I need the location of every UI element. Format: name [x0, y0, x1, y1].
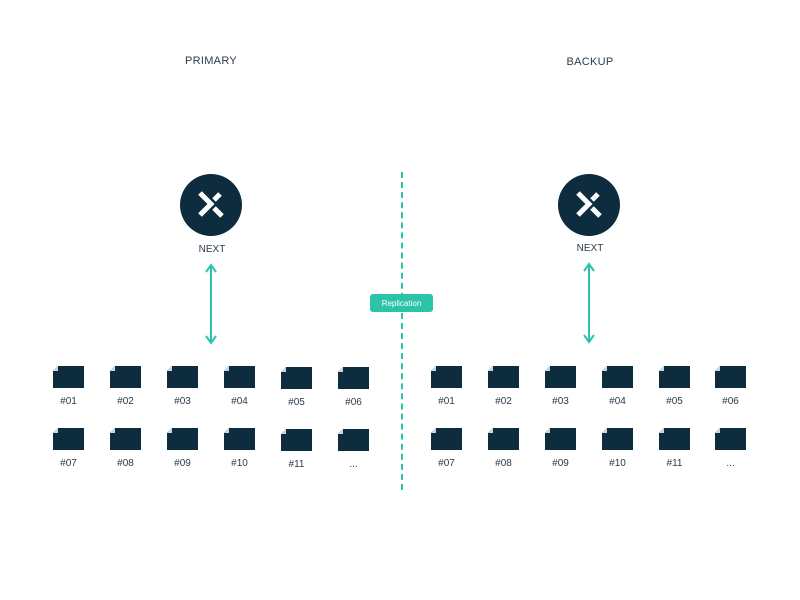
backup-partition: #06	[714, 366, 748, 407]
replication-badge: Replication	[370, 294, 433, 312]
partition-label: #05	[666, 396, 683, 407]
partition-file-icon	[715, 428, 746, 450]
primary-partition: #07	[52, 428, 86, 469]
primary-partition: #01	[52, 366, 86, 407]
backup-bidirectional-arrow-icon	[583, 262, 595, 344]
partition-file-icon	[602, 428, 633, 450]
partition-file-icon	[659, 428, 690, 450]
partition-label: #09	[552, 458, 569, 469]
partition-label: #11	[666, 458, 683, 469]
partition-file-icon	[338, 367, 369, 389]
partition-label: ...	[726, 458, 735, 469]
primary-partition: #08	[109, 428, 143, 469]
partition-label: ...	[349, 459, 358, 470]
primary-partition: #11	[280, 429, 314, 470]
partition-file-icon	[167, 366, 198, 388]
partition-file-icon	[545, 428, 576, 450]
partition-file-icon	[488, 428, 519, 450]
backup-partition: #08	[487, 428, 521, 469]
backup-title: BACKUP	[566, 56, 614, 68]
partition-label: #06	[722, 396, 739, 407]
partition-label: #06	[345, 397, 362, 408]
primary-partition: #03	[166, 366, 200, 407]
partition-file-icon	[338, 429, 369, 451]
partition-file-icon	[224, 366, 255, 388]
primary-title: PRIMARY	[184, 55, 238, 67]
partition-label: #02	[495, 396, 512, 407]
backup-partition: #07	[430, 428, 464, 469]
partition-label: #10	[609, 458, 626, 469]
backup-partition: #10	[601, 428, 635, 469]
replication-divider	[401, 172, 403, 490]
primary-partition: #10	[223, 428, 257, 469]
partition-label: #03	[174, 396, 191, 407]
partition-label: #04	[231, 396, 248, 407]
primary-partition: #02	[109, 366, 143, 407]
partition-label: #01	[60, 396, 77, 407]
backup-node-label: NEXT	[576, 243, 604, 254]
partition-label: #01	[438, 396, 455, 407]
partition-file-icon	[167, 428, 198, 450]
partition-label: #09	[174, 458, 191, 469]
partition-label: #04	[609, 396, 626, 407]
partition-file-icon	[53, 428, 84, 450]
primary-partition: ...	[337, 429, 371, 470]
partition-file-icon	[431, 428, 462, 450]
backup-partition: #03	[544, 366, 578, 407]
partition-file-icon	[53, 366, 84, 388]
partition-file-icon	[602, 366, 633, 388]
partition-file-icon	[659, 366, 690, 388]
partition-label: #05	[288, 397, 305, 408]
partition-label: #03	[552, 396, 569, 407]
partition-label: #02	[117, 396, 134, 407]
partition-file-icon	[110, 428, 141, 450]
partition-label: #08	[495, 458, 512, 469]
partition-file-icon	[488, 366, 519, 388]
backup-partition: #04	[601, 366, 635, 407]
partition-file-icon	[281, 429, 312, 451]
partition-file-icon	[224, 428, 255, 450]
partition-file-icon	[110, 366, 141, 388]
primary-partition: #05	[280, 367, 314, 408]
primary-partition: #04	[223, 366, 257, 407]
partition-label: #08	[117, 458, 134, 469]
partition-file-icon	[715, 366, 746, 388]
primary-node-label: NEXT	[198, 244, 226, 255]
partition-file-icon	[431, 366, 462, 388]
primary-bidirectional-arrow-icon	[205, 263, 217, 345]
partition-file-icon	[545, 366, 576, 388]
backup-next-logo-icon	[558, 174, 620, 236]
backup-partition: #11	[658, 428, 692, 469]
partition-label: #07	[60, 458, 77, 469]
primary-partition: #09	[166, 428, 200, 469]
backup-partition: #01	[430, 366, 464, 407]
backup-partition: ...	[714, 428, 748, 469]
backup-partition: #05	[658, 366, 692, 407]
partition-label: #10	[231, 458, 248, 469]
backup-partition: #02	[487, 366, 521, 407]
primary-next-logo-icon	[180, 174, 242, 236]
partition-label: #11	[288, 459, 305, 470]
partition-label: #07	[438, 458, 455, 469]
primary-partition: #06	[337, 367, 371, 408]
backup-partition: #09	[544, 428, 578, 469]
partition-file-icon	[281, 367, 312, 389]
